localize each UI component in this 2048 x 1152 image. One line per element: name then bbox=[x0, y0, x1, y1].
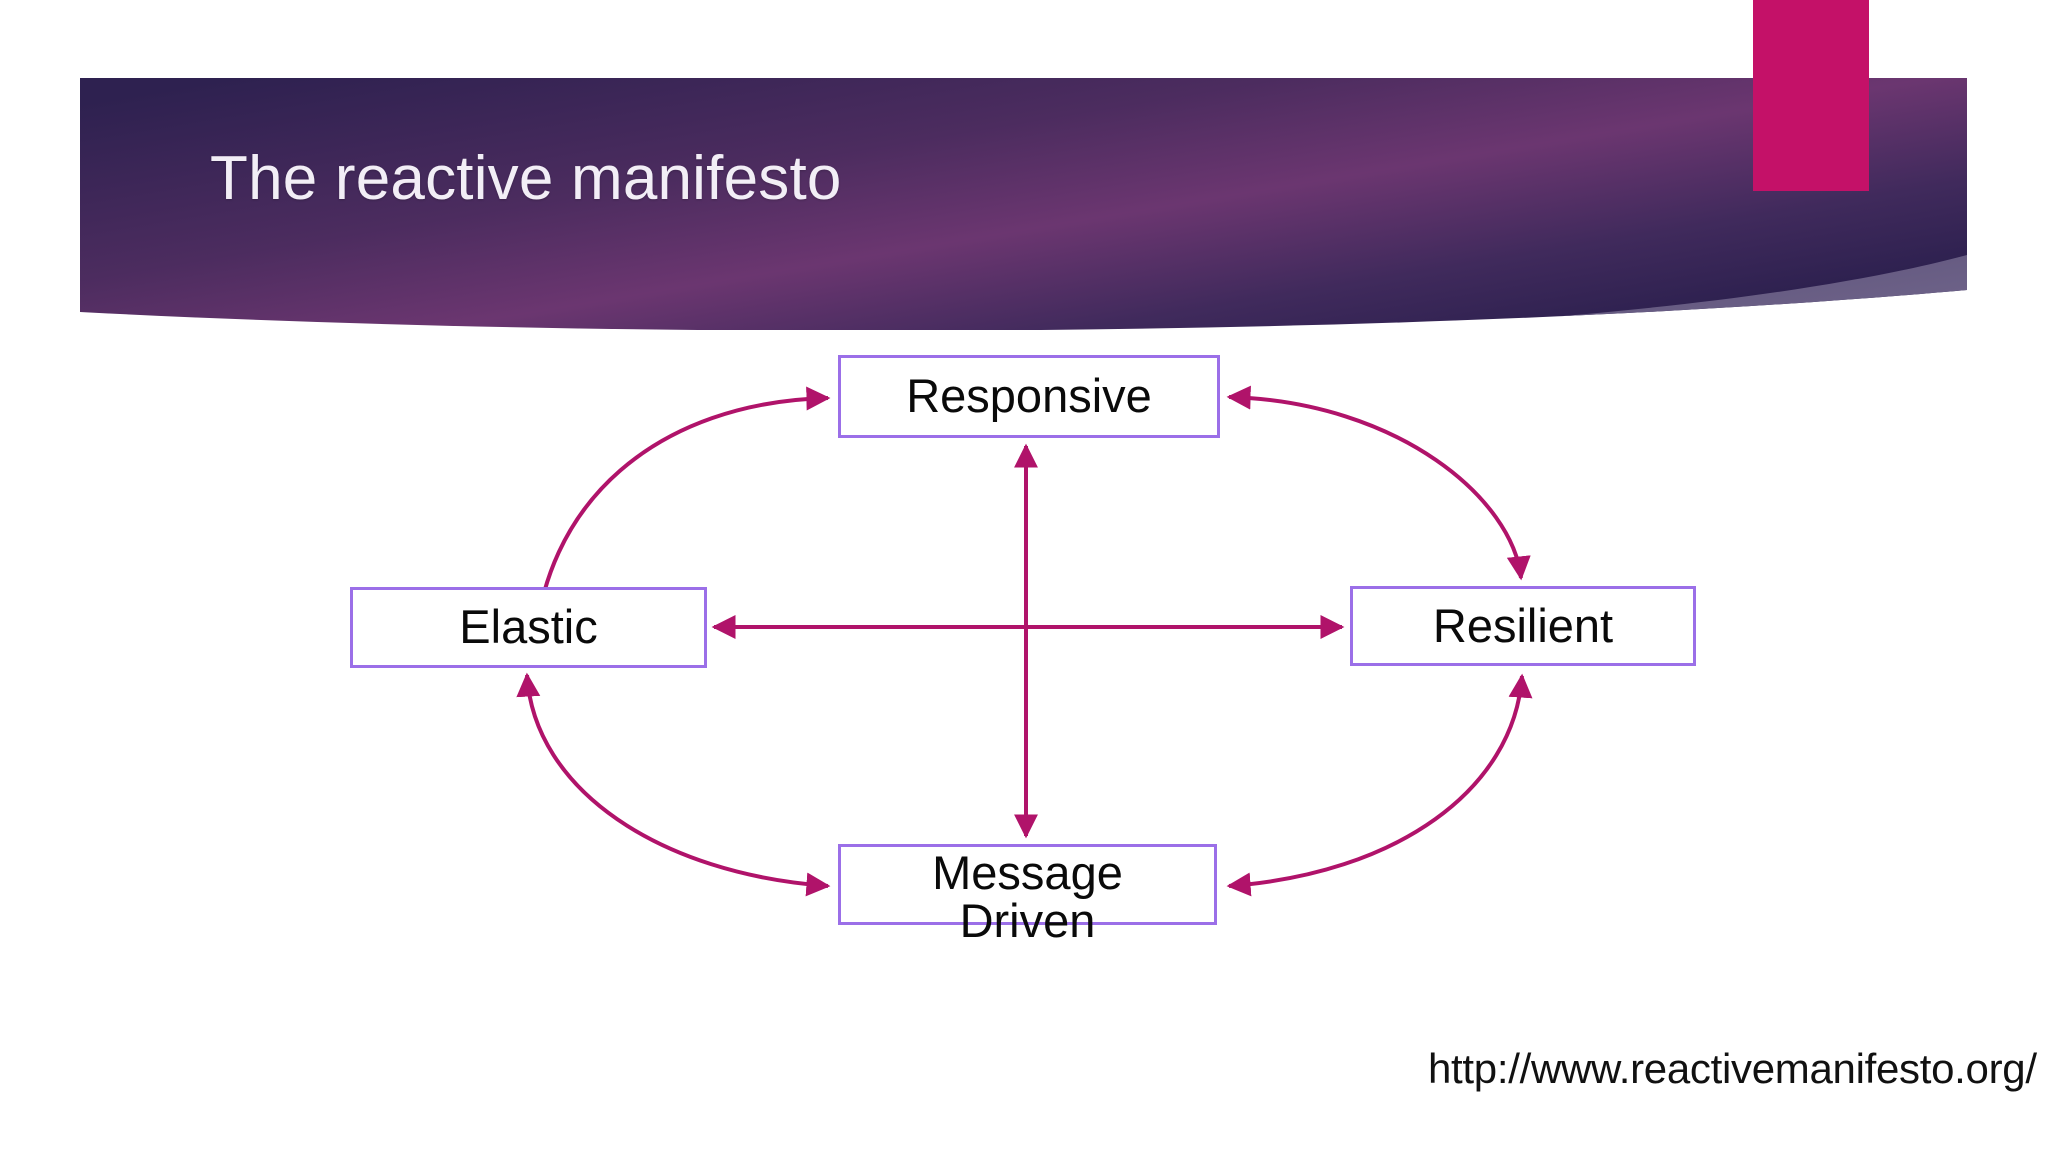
arrow-message-driven-resilient bbox=[1226, 673, 1533, 897]
node-resilient-label: Resilient bbox=[1432, 598, 1614, 652]
arrow-responsive-resilient bbox=[1226, 385, 1531, 581]
node-responsive-label: Responsive bbox=[906, 369, 1152, 423]
node-elastic-label: Elastic bbox=[459, 600, 598, 654]
node-resilient[interactable]: Resilient bbox=[1350, 586, 1696, 666]
page-title: The reactive manifesto bbox=[210, 144, 842, 213]
node-elastic[interactable]: Elastic bbox=[350, 587, 707, 668]
node-message-driven-label: Message Driven bbox=[932, 846, 1123, 948]
source-url-link[interactable]: http://www.reactivemanifesto.org/ bbox=[1428, 1045, 2037, 1092]
node-responsive[interactable]: Responsive bbox=[838, 355, 1220, 438]
arrow-elastic-message-driven bbox=[516, 672, 831, 897]
node-message-driven[interactable]: Message Driven bbox=[838, 844, 1217, 945]
